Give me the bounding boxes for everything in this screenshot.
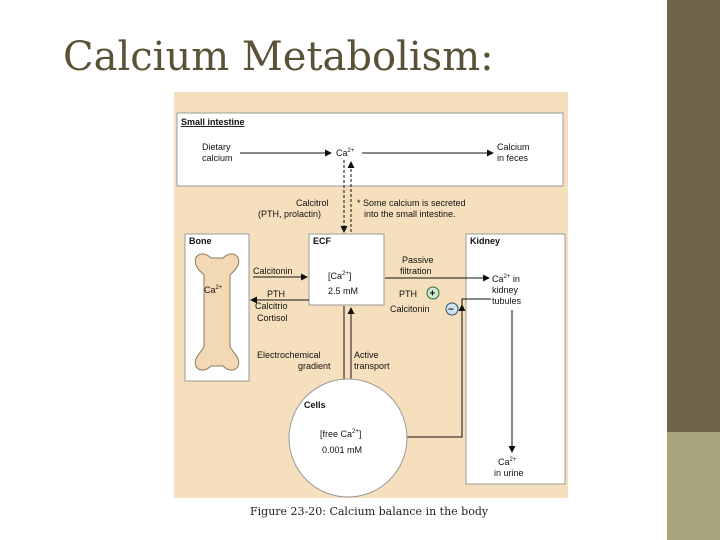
calcitrol-label-2: (PTH, prolactin): [258, 209, 321, 219]
bone-label: Bone: [189, 236, 212, 246]
pth-kidney-label: PTH: [399, 289, 417, 299]
pth-bone-label: PTH: [267, 289, 285, 299]
secretion-note-2: into the small intestine.: [364, 209, 456, 219]
calcitonin-kidney-label: Calcitonin: [390, 304, 430, 314]
kidney-box: [465, 233, 566, 485]
calcitonin-bone-label: Calcitonin: [253, 266, 293, 276]
passive-filtration-label-2: filtration: [400, 266, 432, 276]
cells-circle: [288, 378, 408, 498]
kidney-label: Kidney: [470, 236, 500, 246]
electrochemical-gradient-label-1: Electrochemical: [257, 350, 321, 360]
small-intestine-box: [176, 112, 564, 187]
secretion-note-1: * Some calcium is secreted: [357, 198, 466, 208]
ecf-concentration-value: 2.5 mM: [328, 286, 358, 296]
calcium-in-feces-label-2: in feces: [497, 153, 529, 163]
bone-ca-label: Ca2+: [204, 285, 223, 295]
ecf-concentration-label: [Ca2+]: [328, 271, 351, 281]
dietary-calcium-label-2: calcium: [202, 153, 233, 163]
active-transport-label-1: Active: [354, 350, 379, 360]
kidney-tubules-label-3: tubules: [492, 296, 522, 306]
sidebar-dark-bar: [667, 0, 720, 432]
calcitrol-label-1: Calcitrol: [296, 198, 329, 208]
plus-sign: +: [430, 289, 436, 300]
electrochemical-gradient-label-2: gradient: [298, 361, 331, 371]
small-intestine-label: Small intestine: [181, 117, 245, 127]
slide-title: Calcium Metabolism:: [63, 34, 494, 80]
dietary-calcium-label-1: Dietary: [202, 142, 231, 152]
ca-in-urine-label-2: in urine: [494, 468, 524, 478]
ca-in-urine-label-1: Ca2+: [498, 457, 517, 467]
bone-shape: [194, 253, 240, 371]
cells-concentration-value: 0.001 mM: [322, 445, 362, 455]
ecf-box: [308, 233, 385, 306]
cells-concentration-label: [free Ca2+]: [320, 429, 361, 439]
calcitrio-label-1: Calcitrio: [255, 301, 288, 311]
sidebar-light-bar: [667, 432, 720, 540]
kidney-tubules-label-1: Ca2+ in: [492, 274, 520, 284]
calcium-in-feces-label-1: Calcium: [497, 142, 530, 152]
active-transport-label-2: transport: [354, 361, 390, 371]
figure-caption: Figure 23-20: Calcium balance in the bod…: [250, 505, 489, 518]
kidney-reabsorption-line: [355, 298, 491, 438]
stimulate-plus-icon: [426, 286, 440, 300]
inhibit-minus-icon: [445, 302, 459, 316]
cells-label: Cells: [304, 400, 326, 410]
intestine-ca-label: Ca2+: [336, 148, 355, 158]
kidney-tubules-label-2: kidney: [492, 285, 519, 295]
minus-sign: −: [448, 305, 454, 316]
passive-filtration-label-1: Passive: [402, 255, 434, 265]
calcium-balance-figure: Small intestine Dietary calcium Ca2+ Cal…: [174, 92, 568, 498]
calcitrio-label-2: Cortisol: [257, 313, 288, 323]
calcium-balance-diagram: Small intestine Dietary calcium Ca2+ Cal…: [174, 92, 568, 498]
ecf-label: ECF: [313, 236, 332, 246]
